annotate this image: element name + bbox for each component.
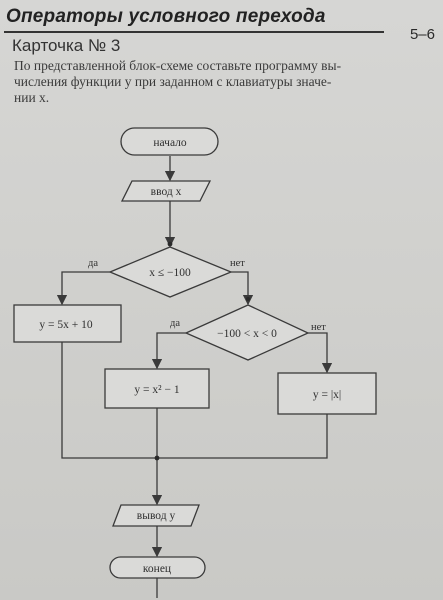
edge-condition1-no [231, 271, 254, 306]
condition1-no-label: нет [230, 258, 245, 269]
edge-condition2-no [308, 332, 333, 374]
process3-label: y = |x| [313, 389, 341, 401]
condition1-diamond [108, 246, 233, 298]
condition2-yes-label: да [170, 318, 180, 329]
edge-process1-down [61, 342, 157, 459]
task-line-1: По представленной блок-схеме составьте п… [14, 58, 342, 73]
condition2-diamond [184, 304, 310, 361]
condition1-yes-label: да [88, 258, 98, 269]
start-terminal [120, 127, 219, 156]
section-title: Операторы условного перехода [6, 6, 326, 27]
task-line-3: нии x. [14, 90, 50, 105]
condition1-label: x ≤ −100 [149, 267, 191, 279]
process3-block [277, 372, 377, 415]
process2-label: y = x² − 1 [134, 384, 179, 396]
edge-process3-down [157, 414, 328, 459]
output-label: вывод y [137, 510, 176, 522]
start-label: начало [153, 137, 187, 149]
condition2-label: −100 < x < 0 [217, 328, 277, 340]
junction-dot [246, 297, 250, 301]
page-range: 5–6 [409, 26, 435, 43]
edge-condition1-yes [56, 271, 110, 306]
card-label: Карточка № 3 [12, 36, 121, 55]
junction-dot [167, 241, 173, 247]
input-block [120, 180, 212, 202]
task-line-2: числения функции y при заданном с клавиа… [14, 74, 332, 89]
output-block [112, 504, 200, 527]
process1-label: y = 5x + 10 [39, 319, 92, 331]
task-text: По представленной блок-схеме составьте п… [14, 58, 432, 106]
header-rule [4, 31, 384, 33]
end-terminal [109, 556, 206, 579]
input-label: ввод x [151, 186, 182, 198]
end-label: конец [143, 563, 171, 575]
process1-block [13, 304, 122, 343]
edge-condition2-yes [151, 332, 186, 370]
process2-block [104, 368, 210, 409]
junction-dot [154, 455, 160, 461]
condition2-no-label: нет [311, 322, 326, 333]
